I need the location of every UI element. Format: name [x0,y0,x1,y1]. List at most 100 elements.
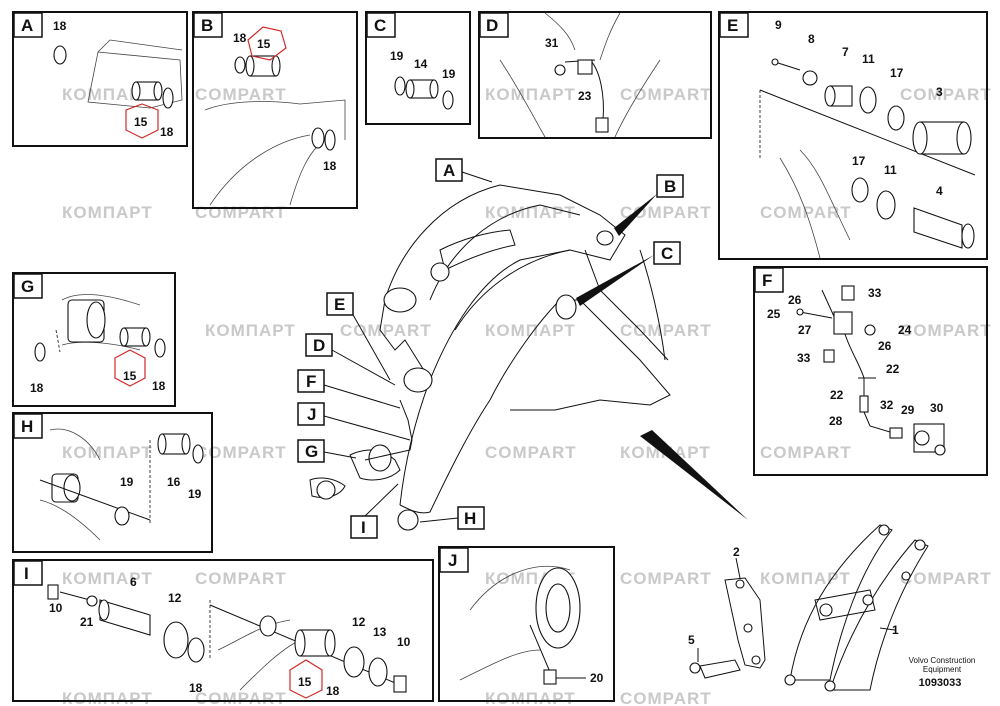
part-number-label: 1 [892,623,899,637]
panel-c-drawing [394,76,454,110]
part-number-label: 18 [152,379,166,393]
watermark-layer: КОМПАРТ COMPART КОМПАРТ COMPART COMPART … [62,85,992,706]
panel-letter-box [13,273,43,299]
watermark-ru: КОМПАРТ [485,689,576,706]
watermark-en: COMPART [340,321,432,340]
callout-f: F [297,369,401,409]
panel-letter: C [374,16,386,35]
watermark-ru: КОМПАРТ [62,443,153,462]
panel-e: E 9 8 7 11 17 3 17 11 4 [718,11,988,260]
drawing-number: 1093033 [919,677,962,689]
callout-letter: H [464,509,476,528]
watermark-ru: КОМПАРТ [485,85,576,104]
brand-line-2: Equipment [923,665,962,674]
footer: Volvo Construction Equipment 1093033 [909,656,976,689]
watermark-en: COMPART [195,569,287,588]
brand-line-1: Volvo Construction [909,656,976,665]
panel-h-drawing [39,428,204,541]
part-number-label: 17 [890,66,904,80]
panel-frame [718,11,988,260]
part-number-label: 22 [830,388,844,402]
callout-h: H [419,506,485,530]
watermark-en: COMPART [900,569,992,588]
panel-f-drawing [796,285,946,456]
panel-letter-box [439,547,469,573]
watermark-en: COMPART [195,443,287,462]
part-number-label: 29 [901,403,915,417]
watermark-row: КОМПАРТ COMPART COMPART КОМПАРТ COMPART [62,443,852,462]
part-number-label: 6 [130,575,137,589]
part-number-label: 18 [189,681,203,695]
part-number-label: 33 [868,286,882,300]
panel-j: J 20 [438,546,615,702]
panel-frame [12,11,188,147]
part-number-label: 15 [123,369,137,383]
watermark-ru: КОМПАРТ [485,321,576,340]
callout-letter: E [334,295,345,314]
watermark-en: COMPART [195,689,287,706]
part-number-label: 23 [578,89,592,103]
main-callouts: A B C E D F J [297,158,684,539]
panel-b-drawing [204,26,346,206]
watermark-ru: КОМПАРТ [62,569,153,588]
highlight-hexagon [114,349,146,387]
panel-letter: J [448,551,457,570]
part-number-label: 8 [808,32,815,46]
callout-letter: C [661,244,673,263]
watermark-row: КОМПАРТ COMPART КОМПАРТ COMPART COMPART [62,203,852,222]
panel-frame [12,272,176,407]
panel-frame [365,11,471,125]
part-number-label: 13 [373,625,387,639]
part-number-label: 19 [442,67,456,81]
highlight-hexagon [289,659,323,699]
watermark-row: КОМПАРТ COMPART КОМПАРТ COMPART КОМПАРТ … [62,569,992,588]
watermark-en: COMPART [485,443,577,462]
part-number-label: 5 [688,633,695,647]
part-number-label: 28 [829,414,843,428]
panel-e-drawing [759,58,976,259]
panel-frame [438,546,615,702]
watermark-en: COMPART [900,85,992,104]
part-number-label: 10 [397,635,411,649]
callout-a: A [435,158,493,183]
pointer-arrow [640,430,748,520]
panel-letter: F [762,271,772,290]
part-number-label: 26 [788,293,802,307]
watermark-en: COMPART [760,443,852,462]
callout-letter: G [305,442,318,461]
panel-a-drawing [53,39,183,139]
panel-letter-box [719,12,749,38]
part-number-label: 27 [798,323,812,337]
part-number-label: 18 [326,684,340,698]
part-number-label: 18 [160,125,174,139]
panel-letter: I [24,564,29,583]
part-number-label: 30 [930,401,944,415]
callout-c: C [576,241,681,306]
panel-letter: A [21,16,33,35]
part-number-label: 18 [323,159,337,173]
watermark-en: COMPART [195,85,287,104]
part-number-label: 18 [53,19,67,33]
callout-j: J [297,402,411,441]
part-number-label: 15 [134,115,148,129]
part-number-label: 24 [898,323,912,337]
part-number-label: 10 [49,601,63,615]
callout-letter: I [361,518,366,537]
part-number-label: 16 [167,475,181,489]
overview-drawing [640,430,929,692]
part-number-label: 11 [862,52,875,66]
panel-g: G 18 15 18 [12,272,176,407]
part-number-label: 19 [390,49,404,63]
panel-frame [12,559,434,702]
panel-frame [478,11,712,139]
panel-a: A 18 15 18 [12,11,188,147]
part-number-label: 19 [120,475,134,489]
watermark-en: COMPART [760,203,852,222]
panel-d-drawing [499,12,661,138]
callout-d: D [305,333,396,386]
watermark-en: COMPART [620,569,712,588]
panel-c: C 19 14 19 [365,11,471,125]
panel-letter-box [366,12,396,38]
panel-b: B 18 15 18 [192,11,358,209]
